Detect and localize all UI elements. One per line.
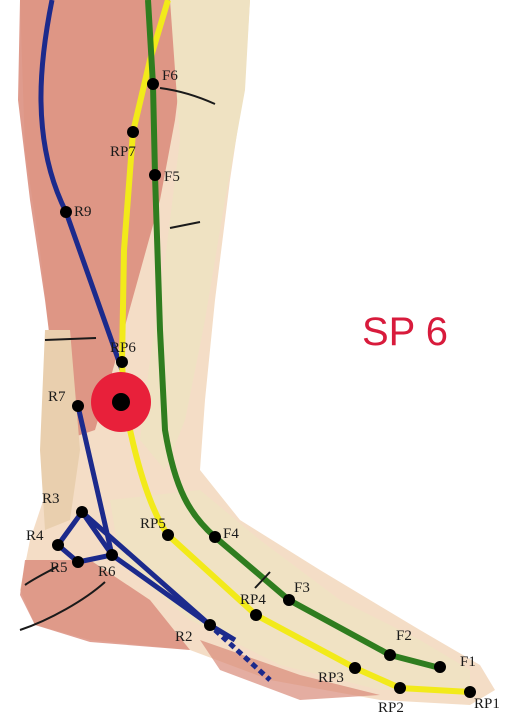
point-rp3 bbox=[349, 662, 361, 674]
label-rp4: RP4 bbox=[240, 592, 266, 608]
point-r2 bbox=[204, 619, 216, 631]
point-rp4 bbox=[250, 609, 262, 621]
point-f1 bbox=[434, 661, 446, 673]
point-rp6 bbox=[116, 356, 128, 368]
label-r7: R7 bbox=[48, 389, 66, 405]
label-rp7: RP7 bbox=[110, 144, 136, 160]
point-r4 bbox=[52, 539, 64, 551]
label-f1: F1 bbox=[460, 654, 476, 670]
label-rp1: RP1 bbox=[474, 696, 500, 712]
point-r3 bbox=[76, 506, 88, 518]
label-r9: R9 bbox=[74, 204, 92, 220]
point-rp7 bbox=[127, 126, 139, 138]
label-r5: R5 bbox=[50, 560, 68, 576]
point-f2 bbox=[384, 649, 396, 661]
label-f6: F6 bbox=[162, 68, 178, 84]
point-f5 bbox=[149, 169, 161, 181]
point-r7 bbox=[72, 400, 84, 412]
label-r3: R3 bbox=[42, 491, 60, 507]
label-rp2: RP2 bbox=[378, 700, 404, 716]
label-f5: F5 bbox=[164, 169, 180, 185]
label-rp3: RP3 bbox=[318, 670, 344, 686]
point-r9 bbox=[60, 206, 72, 218]
label-r4: R4 bbox=[26, 528, 44, 544]
point-r5 bbox=[72, 556, 84, 568]
point-f6 bbox=[147, 78, 159, 90]
point-rp2 bbox=[394, 682, 406, 694]
sp6-title: SP 6 bbox=[362, 310, 448, 354]
label-f3: F3 bbox=[294, 580, 310, 596]
sp6-highlight bbox=[91, 372, 151, 432]
label-f2: F2 bbox=[396, 628, 412, 644]
label-r6: R6 bbox=[98, 564, 116, 580]
label-rp6: RP6 bbox=[110, 340, 136, 356]
point-r6 bbox=[106, 549, 118, 561]
point-f4 bbox=[209, 531, 221, 543]
label-r2: R2 bbox=[175, 629, 193, 645]
label-f4: F4 bbox=[223, 526, 239, 542]
sp6-point bbox=[112, 393, 130, 411]
label-rp5: RP5 bbox=[140, 516, 166, 532]
